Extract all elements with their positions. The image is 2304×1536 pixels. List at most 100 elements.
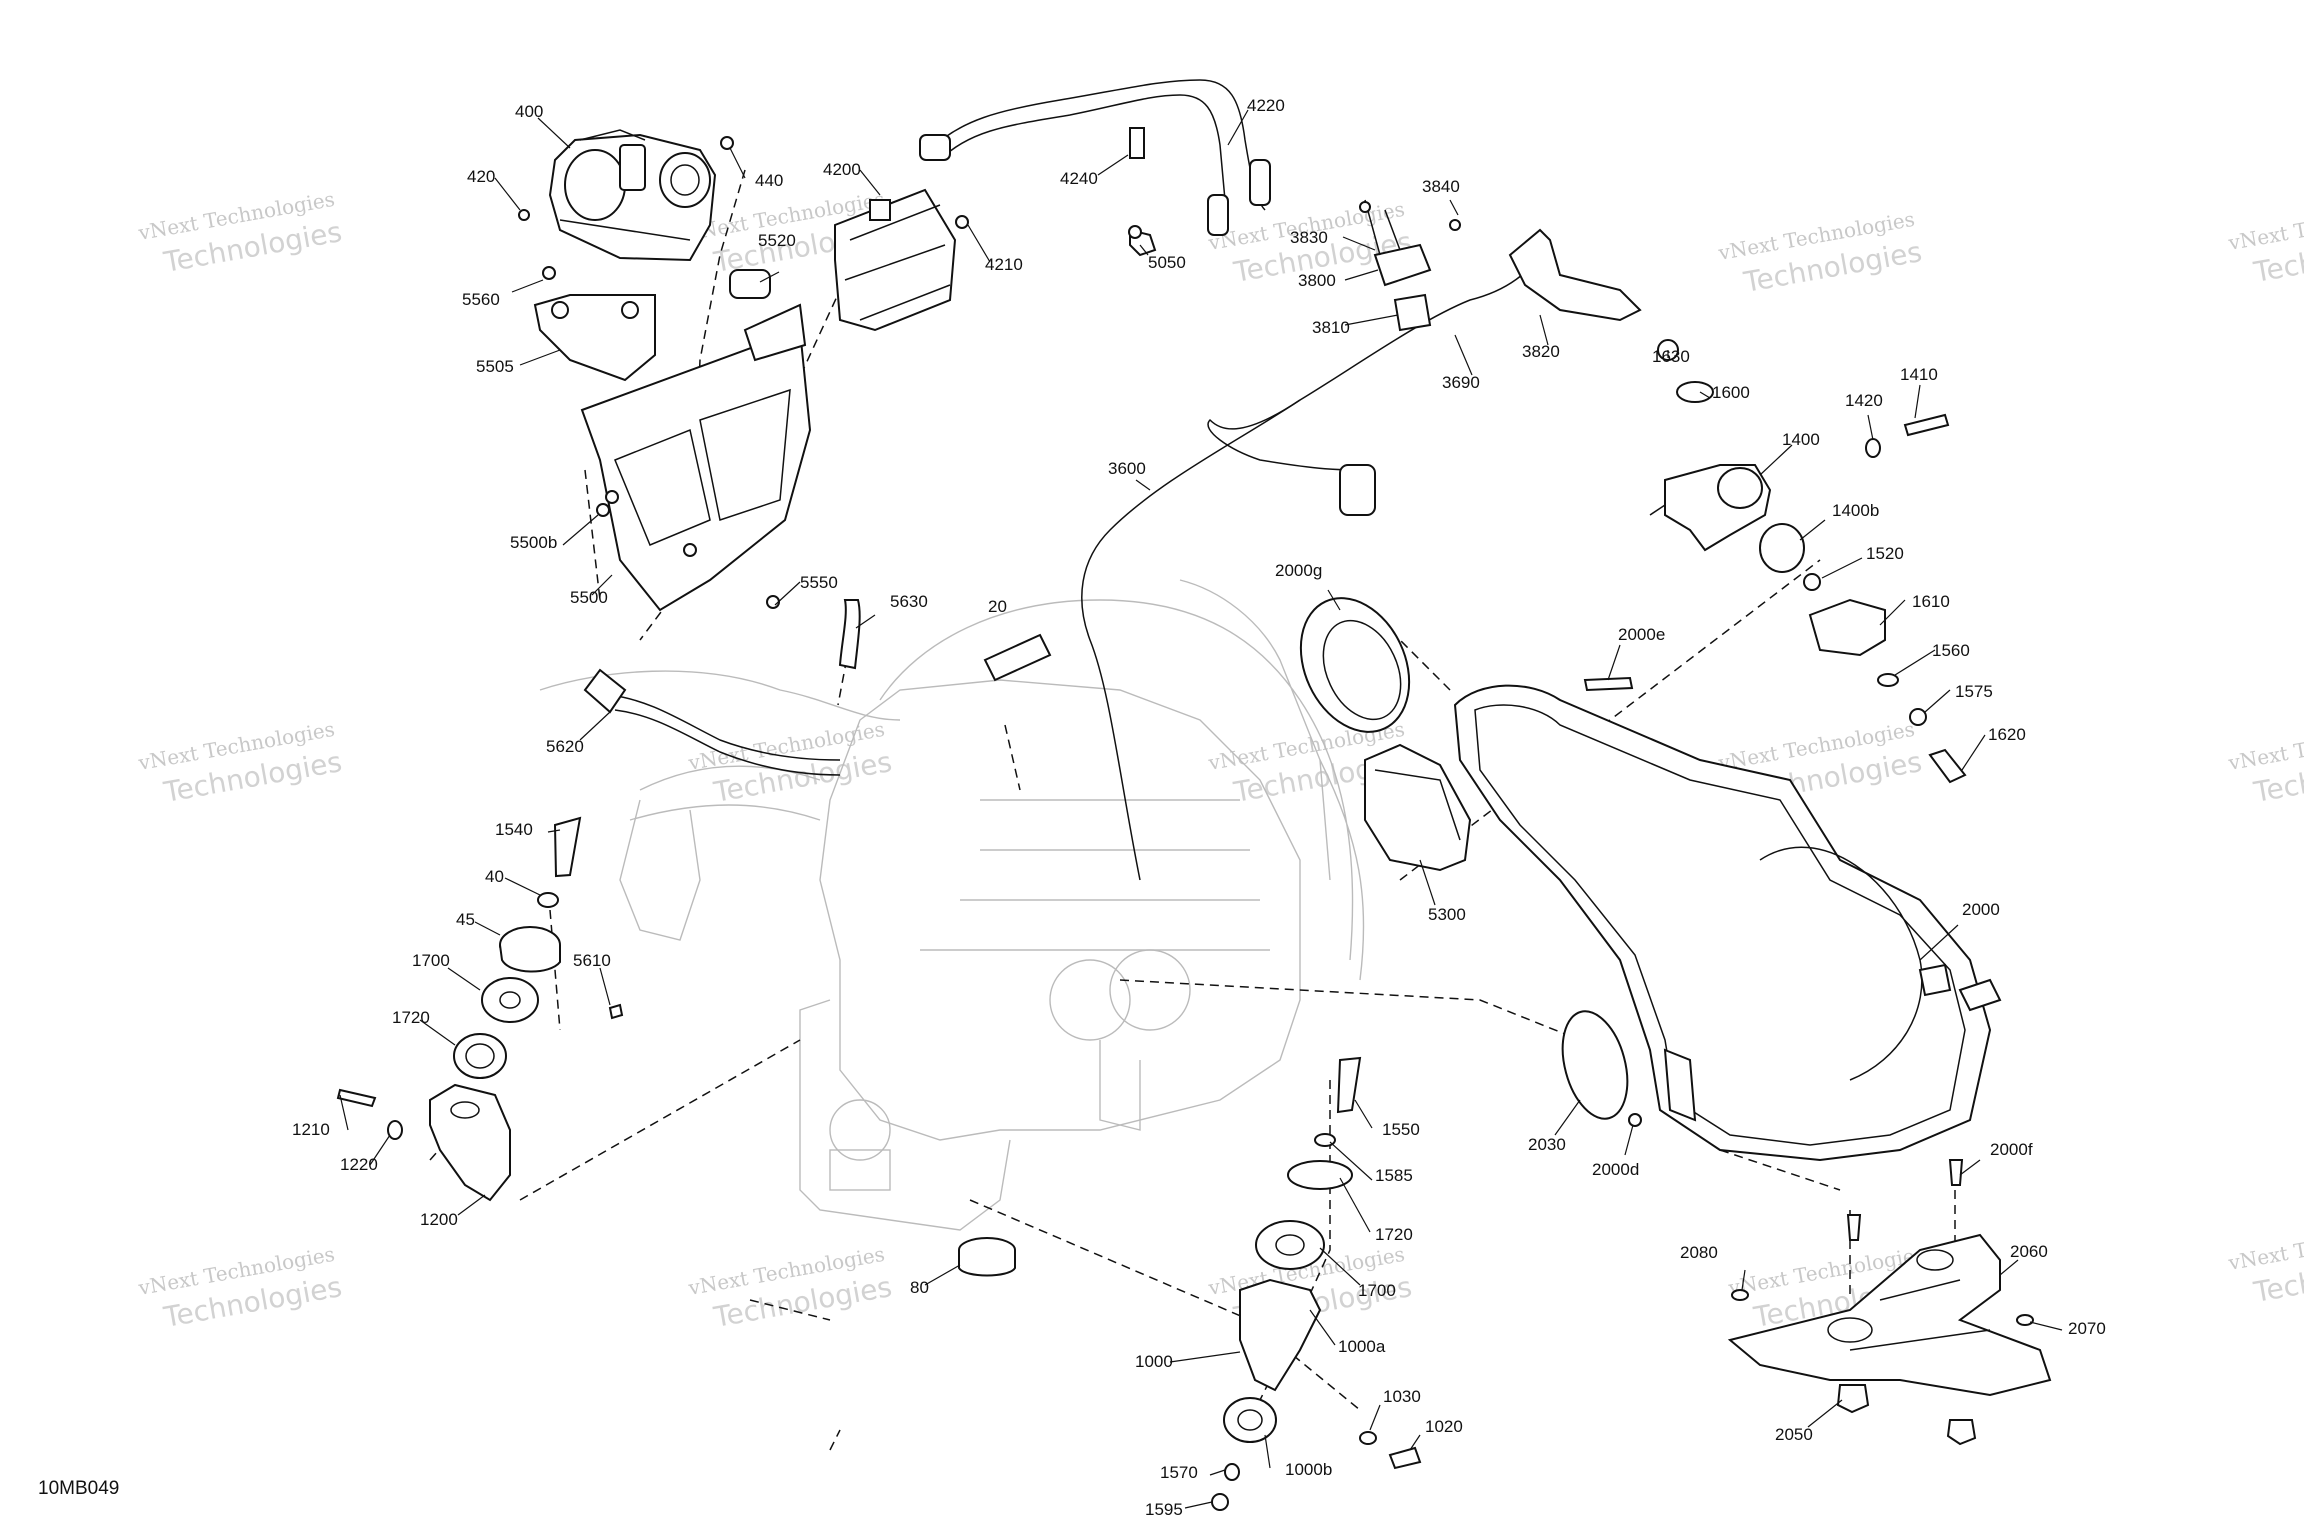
callout-1560: 1560 <box>1932 641 1970 660</box>
callout-3820: 3820 <box>1522 342 1560 361</box>
bracket-2060 <box>1727 1233 2052 1397</box>
callout-1620: 1620 <box>1988 725 2026 744</box>
callout-5630: 5630 <box>890 592 928 611</box>
bracket-1400 <box>1649 464 1772 552</box>
callout-1020: 1020 <box>1425 1417 1463 1436</box>
watermark: vNext Technologies Technologies <box>136 717 345 809</box>
callout-4240: 4240 <box>1060 169 1098 188</box>
hose-5630 <box>838 599 861 670</box>
callout-1700-left: 1700 <box>412 951 450 970</box>
callout-20: 20 <box>988 597 1007 616</box>
callout-1700-center: 1700 <box>1358 1281 1396 1300</box>
callout-1575: 1575 <box>1955 682 1993 701</box>
callout-1000a: 1000a <box>1338 1337 1386 1356</box>
callout-2070: 2070 <box>2068 1319 2106 1338</box>
callout-5300: 5300 <box>1428 905 1466 924</box>
callout-80: 80 <box>910 1278 929 1297</box>
callout-5560: 5560 <box>462 290 500 309</box>
callout-4200: 4200 <box>823 160 861 179</box>
pin-20 <box>983 633 1052 682</box>
callout-2030: 2030 <box>1528 1135 1566 1154</box>
airbox-2000 <box>1453 684 2002 1162</box>
clamp-2030 <box>1561 1010 1629 1120</box>
callout-45: 45 <box>456 910 475 929</box>
callout-2000g: 2000g <box>1275 561 1322 580</box>
watermark-line1: vNext Technologies <box>2226 717 2304 775</box>
callout-1000b: 1000b <box>1285 1460 1332 1479</box>
watermark: vNext Technologies Technologies <box>2226 197 2304 289</box>
watermark: vNext Technologies Technologies <box>2226 717 2304 809</box>
callout-2080: 2080 <box>1680 1243 1718 1262</box>
callout-1410: 1410 <box>1900 365 1938 384</box>
mounting-bracket-5500 <box>580 303 812 612</box>
callout-labels: 400 420 440 4200 4210 4220 4240 5050 552… <box>292 96 2106 1519</box>
plate-1610 <box>1808 598 1886 657</box>
callout-5500: 5500 <box>570 588 608 607</box>
callout-3830: 3830 <box>1290 228 1328 247</box>
left-mount-stack <box>336 816 624 1202</box>
throttle-cable-3600 <box>1081 254 1541 881</box>
callout-1540: 1540 <box>495 820 533 839</box>
callout-1520: 1520 <box>1866 544 1904 563</box>
nut-2000d <box>1628 1113 1642 1127</box>
actuator-motor-400 <box>548 129 717 262</box>
leader-lines <box>339 109 2063 1509</box>
callout-1220: 1220 <box>340 1155 378 1174</box>
washer-2070 <box>2016 1314 2034 1326</box>
callout-3810: 3810 <box>1312 318 1350 337</box>
callout-4220: 4220 <box>1247 96 1285 115</box>
callout-5500b: 5500b <box>510 533 557 552</box>
callout-4210: 4210 <box>985 255 1023 274</box>
nut-1575 <box>1909 708 1927 726</box>
bolt-1620 <box>1928 748 1967 784</box>
washer-2080 <box>1731 1289 1749 1301</box>
callout-2000d: 2000d <box>1592 1160 1639 1179</box>
callout-1210: 1210 <box>292 1120 330 1139</box>
watermark: vNext Technologies Technologies <box>1716 207 1925 299</box>
washer-1560 <box>1877 673 1899 687</box>
callout-1570: 1570 <box>1160 1463 1198 1482</box>
callout-1610: 1610 <box>1912 592 1950 611</box>
watermark: vNext Technologies Technologies <box>136 187 345 279</box>
nut-1520 <box>1803 573 1821 591</box>
callout-5550: 5550 <box>800 573 838 592</box>
callout-3840: 3840 <box>1422 177 1460 196</box>
callout-1550: 1550 <box>1382 1120 1420 1139</box>
bracket-3820 <box>1508 228 1642 322</box>
watermark: vNext Technologies Technologies <box>686 1242 895 1334</box>
callout-440: 440 <box>755 171 783 190</box>
callout-5520: 5520 <box>758 231 796 250</box>
hose-5620 <box>583 668 841 776</box>
watermark: vNext Technologies Technologies <box>2226 1217 2304 1309</box>
callout-2000f: 2000f <box>1990 1140 2033 1159</box>
callout-420: 420 <box>467 167 495 186</box>
stud-2000f <box>1948 1159 1964 1186</box>
callout-40: 40 <box>485 867 504 886</box>
watermark-line1: vNext Technologies <box>2226 1217 2304 1275</box>
stud-2080 <box>1846 1214 1862 1241</box>
wiring-harness-4220 <box>919 79 1271 257</box>
foot-2050b <box>1946 1419 1977 1446</box>
small-fasteners <box>518 136 1371 609</box>
grommet-2000e <box>1583 676 1634 692</box>
callout-2000: 2000 <box>1962 900 2000 919</box>
bracket-5505 <box>533 294 656 382</box>
callout-1630: 1630 <box>1652 347 1690 366</box>
callout-3800: 3800 <box>1298 271 1336 290</box>
washer-1420 <box>1865 438 1881 458</box>
callout-5050: 5050 <box>1148 253 1186 272</box>
callout-1000: 1000 <box>1135 1352 1173 1371</box>
ecu-module-4200 <box>834 188 957 332</box>
callout-1720-left: 1720 <box>392 1008 430 1027</box>
bushing-1400b <box>1759 523 1805 573</box>
callout-1420: 1420 <box>1845 391 1883 410</box>
intake-boot-5300 <box>1364 743 1472 872</box>
watermark: vNext Technologies Technologies <box>686 717 895 809</box>
clamp-5520 <box>729 269 771 299</box>
watermark-line1: vNext Technologies <box>2226 197 2304 255</box>
callout-5610: 5610 <box>573 951 611 970</box>
diagram-code: 10MB049 <box>38 1478 119 1499</box>
bolt-1410 <box>1903 413 1950 437</box>
callout-5620: 5620 <box>546 737 584 756</box>
callout-1200: 1200 <box>420 1210 458 1229</box>
